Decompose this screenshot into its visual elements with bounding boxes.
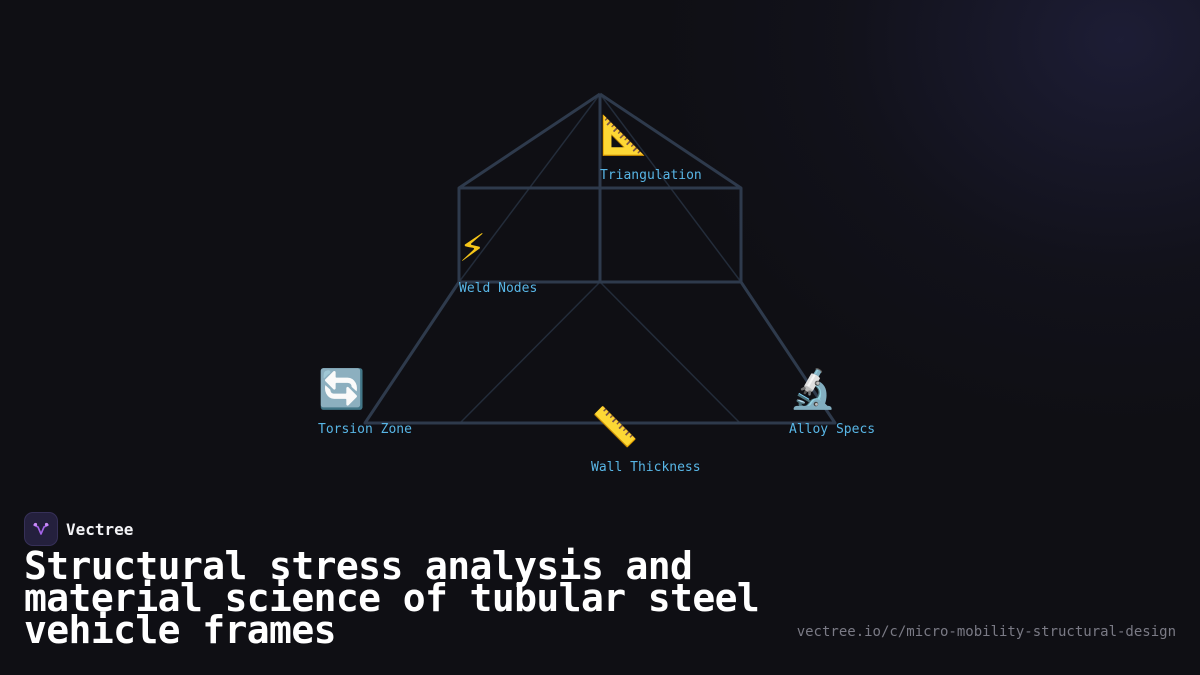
node-label: Triangulation	[600, 168, 702, 183]
brand-name: Vectree	[66, 519, 134, 539]
rotate-arrows-icon: 🔄	[318, 367, 366, 411]
page-title: Structural stress analysis and material …	[24, 544, 760, 652]
vectree-logo-icon	[24, 512, 58, 546]
lightning-bolt-icon: ⚡	[459, 226, 486, 270]
brand: Vectree	[24, 512, 133, 546]
brace-lower-right	[599, 281, 741, 424]
node-label: Alloy Specs	[789, 422, 876, 437]
vectree-logo-mark	[33, 522, 49, 535]
node-label: Weld Nodes	[459, 281, 538, 296]
brace-lower-left	[459, 281, 601, 424]
triangular-ruler-icon: 📐	[600, 113, 648, 157]
node-label: Wall Thickness	[591, 460, 701, 475]
microscope-icon: 🔬	[789, 367, 837, 411]
straight-ruler-icon: 📏	[591, 405, 639, 449]
node-label: Torsion Zone	[318, 422, 412, 437]
frame-outline	[363, 92, 837, 425]
source-url: vectree.io/c/micro-mobility-structural-d…	[796, 624, 1176, 640]
